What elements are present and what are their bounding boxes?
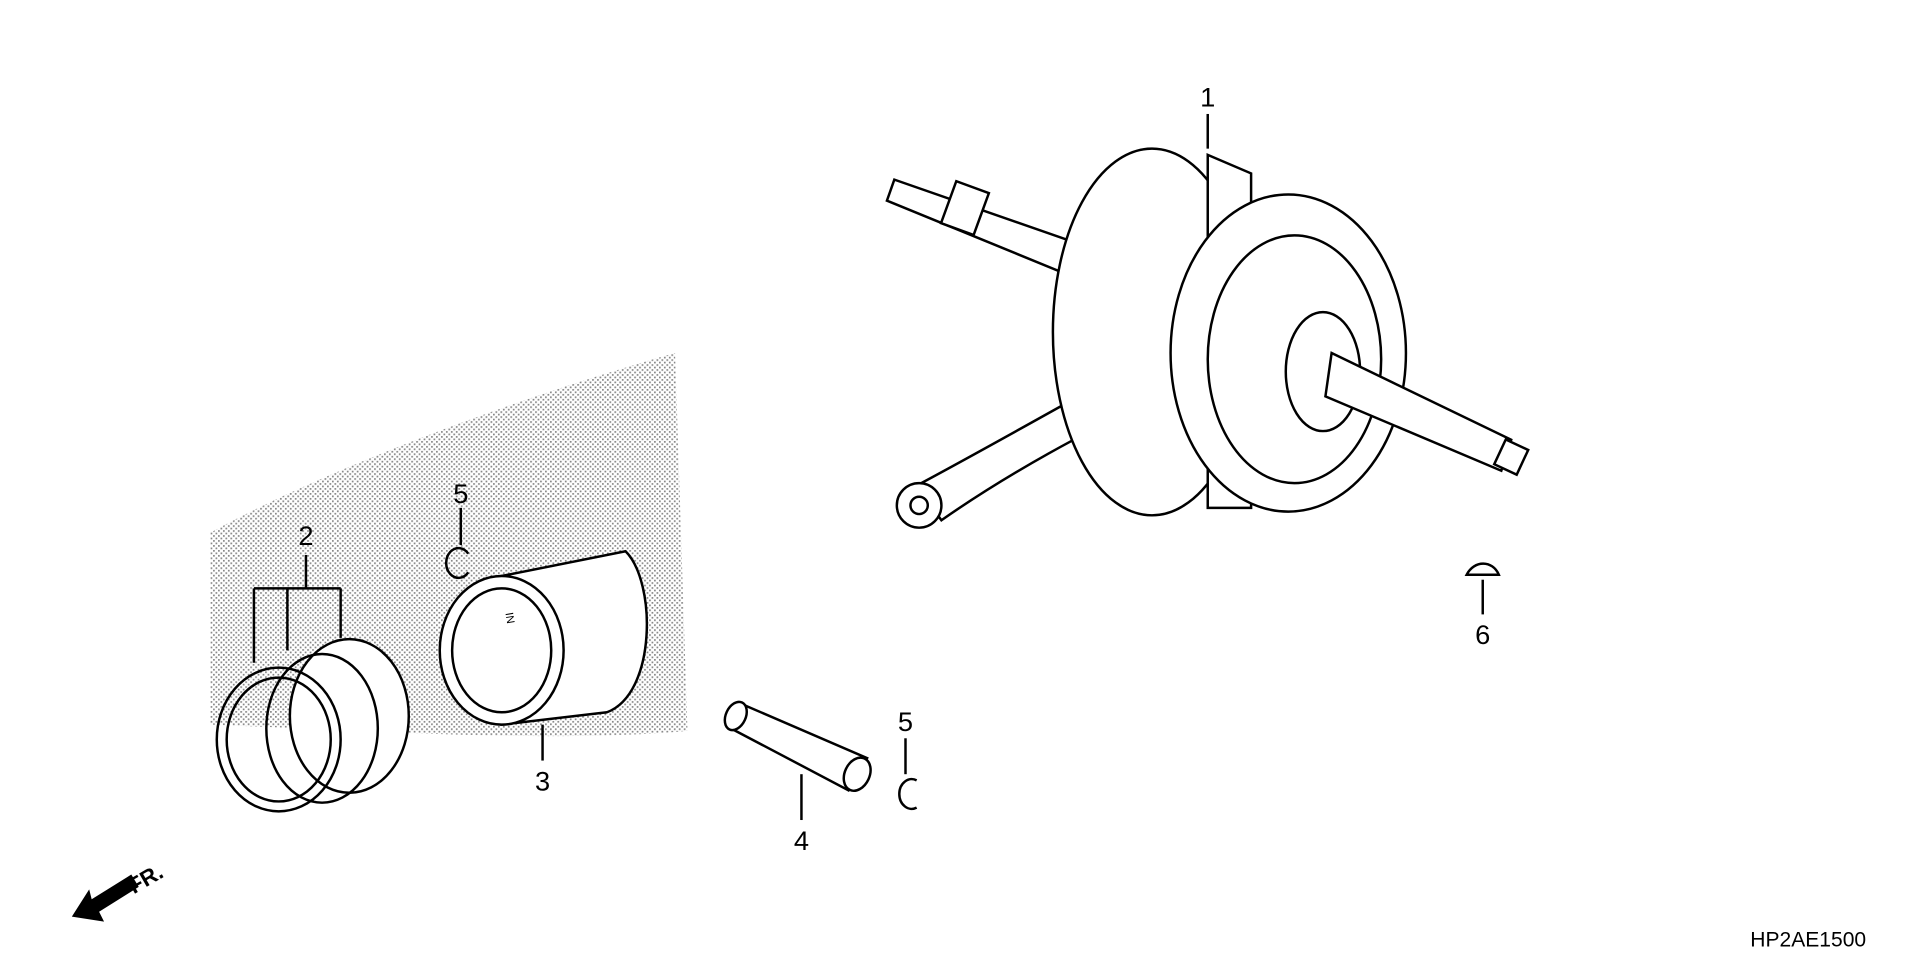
piston-ring-set[interactable] [215, 637, 411, 813]
callout-2[interactable]: 2 [298, 520, 313, 551]
piston-in-mark: IN [502, 612, 516, 625]
piston[interactable]: IN [438, 549, 649, 727]
callout-3[interactable]: 3 [535, 765, 550, 796]
front-label: FR. [124, 859, 168, 899]
diagram-code: HP2AE1500 [1750, 928, 1866, 951]
crankshaft[interactable] [885, 147, 1530, 529]
callout-1[interactable]: 1 [1200, 82, 1215, 113]
piston-pin-clip[interactable] [445, 546, 470, 580]
piston-pin-clip[interactable] [898, 777, 918, 811]
callout-5-lower[interactable]: 5 [898, 706, 913, 737]
callout-4[interactable]: 4 [794, 825, 809, 856]
callout-5-upper[interactable]: 5 [453, 478, 468, 509]
piston-pin[interactable] [721, 698, 876, 795]
callout-6[interactable]: 6 [1475, 619, 1490, 650]
front-direction-arrow: FR. [71, 859, 168, 922]
woodruff-key[interactable] [1464, 562, 1501, 576]
